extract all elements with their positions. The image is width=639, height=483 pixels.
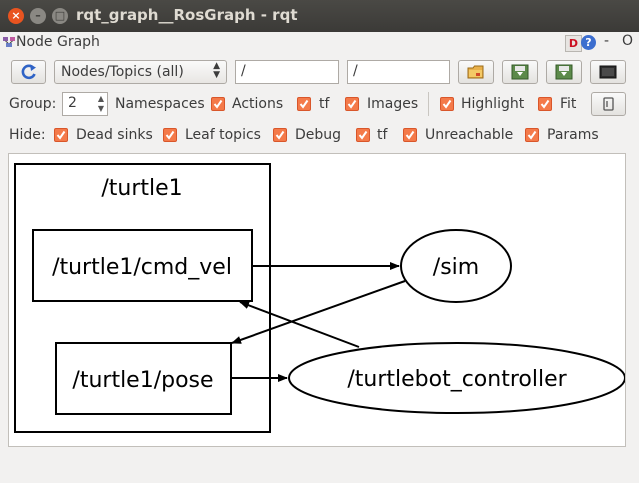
status-strip <box>0 455 639 483</box>
plugin-titlebar: Node Graph D ? - O <box>0 32 639 54</box>
minimize-window-button[interactable]: – <box>30 8 46 24</box>
graph-canvas[interactable]: /turtle1 /turtle1/cmd_vel /turtle1/pose … <box>8 153 626 447</box>
folder-icon <box>467 65 484 79</box>
close-window-button[interactable]: × <box>8 8 24 24</box>
save-icon <box>511 64 529 80</box>
unreachable-label: Unreachable <box>425 127 514 143</box>
view-mode-value: Nodes/Topics (all) <box>61 64 184 80</box>
cluster-label: /turtle1 <box>101 176 182 201</box>
refresh-button[interactable] <box>11 60 46 84</box>
node-turtlebot-controller-label: /turtlebot_controller <box>347 367 567 392</box>
checkmark-icon <box>540 99 550 109</box>
edge-sim-to-pose[interactable] <box>231 280 406 344</box>
save-svg-icon <box>555 64 573 80</box>
node-sim[interactable] <box>400 229 512 303</box>
leaf-topics-label: Leaf topics <box>185 127 261 143</box>
topic-cmd-vel-label: /turtle1/cmd_vel <box>52 255 232 280</box>
namespaces-checkbox[interactable] <box>211 97 225 111</box>
dead-sinks-label: Dead sinks <box>76 127 153 143</box>
node-turtlebot-controller[interactable] <box>288 342 625 414</box>
topic-filter-input[interactable]: / <box>347 60 450 84</box>
checkmark-icon <box>347 99 357 109</box>
checkmark-icon <box>358 130 368 140</box>
fit-view-icon <box>603 97 614 111</box>
select-arrows-icon: ▲▼ <box>213 61 220 80</box>
leaf-topics-checkbox[interactable] <box>163 128 177 142</box>
dead-sinks-checkbox[interactable] <box>54 128 68 142</box>
load-dot-button[interactable] <box>458 60 494 84</box>
refresh-icon <box>21 64 36 80</box>
namespaces-label: Namespaces <box>115 96 205 112</box>
maximize-window-button[interactable]: □ <box>52 8 68 24</box>
node-filter-input[interactable]: / <box>235 60 339 84</box>
checkmark-icon <box>275 130 285 140</box>
checkmark-icon <box>527 130 537 140</box>
group-label: Group: <box>9 96 57 112</box>
fit-label: Fit <box>560 96 577 112</box>
save-dot-button[interactable] <box>502 60 538 84</box>
save-svg-button[interactable] <box>546 60 582 84</box>
hide-tf-checkbox[interactable] <box>356 128 370 142</box>
minimize-plugin-button[interactable]: - <box>604 33 610 49</box>
node-graph-icon <box>3 37 15 47</box>
help-button[interactable]: ? <box>581 35 596 50</box>
close-plugin-button[interactable]: O <box>622 33 634 49</box>
group-spinbox[interactable]: 2 ▲▼ <box>62 92 108 116</box>
node-filter-value: / <box>241 63 246 79</box>
edge-controller-to-cmd-vel[interactable] <box>239 301 360 348</box>
images-label: Images <box>367 96 419 112</box>
checkmark-icon <box>299 99 309 109</box>
node-sim-label: /sim <box>433 255 479 280</box>
debug-label: Debug <box>295 127 342 143</box>
ros-graph[interactable]: /turtle1 /turtle1/cmd_vel /turtle1/pose … <box>9 154 625 446</box>
topic-pose-label: /turtle1/pose <box>72 368 213 393</box>
window-titlebar: × – □ rqt_graph__RosGraph - rqt <box>0 0 639 32</box>
highlight-label: Highlight <box>461 96 525 112</box>
params-checkbox[interactable] <box>525 128 539 142</box>
checkmark-icon <box>405 130 415 140</box>
group-value: 2 <box>68 95 77 111</box>
hide-tf-label: tf <box>377 127 388 143</box>
screen-icon <box>599 65 617 79</box>
debug-checkbox[interactable] <box>273 128 287 142</box>
tf-checkbox[interactable] <box>345 97 359 111</box>
unreachable-checkbox[interactable] <box>403 128 417 142</box>
checkmark-icon <box>442 99 452 109</box>
window-title: rqt_graph__RosGraph - rqt <box>76 6 298 24</box>
hide-label: Hide: <box>9 127 46 143</box>
options-separator <box>428 92 429 116</box>
fit-in-view-button[interactable] <box>591 92 626 116</box>
tf-label: tf <box>319 96 330 112</box>
topic-filter-value: / <box>353 63 358 79</box>
fit-checkbox[interactable] <box>538 97 552 111</box>
checkmark-icon <box>165 130 175 140</box>
dock-button[interactable]: D <box>565 35 582 52</box>
cluster-turtle1[interactable] <box>14 163 271 433</box>
checkmark-icon <box>213 99 223 109</box>
view-mode-select[interactable]: Nodes/Topics (all) ▲▼ <box>54 60 227 84</box>
params-label: Params <box>547 127 599 143</box>
actions-label: Actions <box>232 96 284 112</box>
plugin-title: Node Graph <box>16 34 100 50</box>
save-image-button[interactable] <box>590 60 626 84</box>
actions-checkbox[interactable] <box>297 97 311 111</box>
spin-arrows-icon: ▲▼ <box>97 94 104 113</box>
highlight-checkbox[interactable] <box>440 97 454 111</box>
checkmark-icon <box>56 130 66 140</box>
